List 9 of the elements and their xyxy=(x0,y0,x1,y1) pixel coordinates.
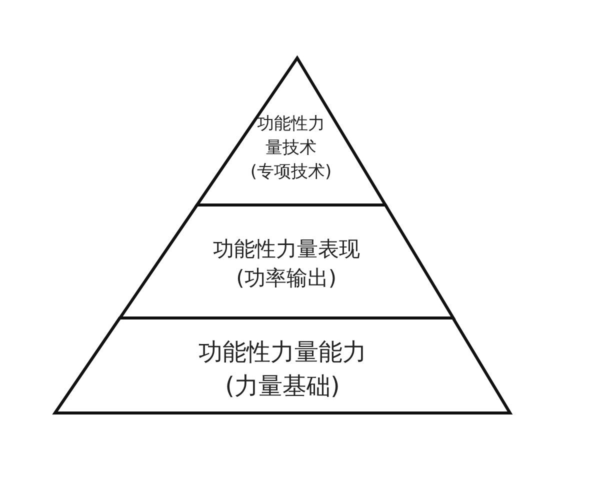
tier-label: (专项技术) xyxy=(250,160,332,184)
pyramid-tier xyxy=(55,318,510,413)
tier-label: 功能性力量表现 xyxy=(212,236,360,263)
pyramid-tier xyxy=(196,58,386,205)
pyramid-tier xyxy=(120,205,453,318)
tier-label: (力量基础) xyxy=(225,370,340,402)
tier-label: 功能性力量能力 xyxy=(198,337,366,368)
tier-label: 功能性力量技术 xyxy=(256,113,326,160)
tier-label: (功率输出) xyxy=(236,265,337,292)
